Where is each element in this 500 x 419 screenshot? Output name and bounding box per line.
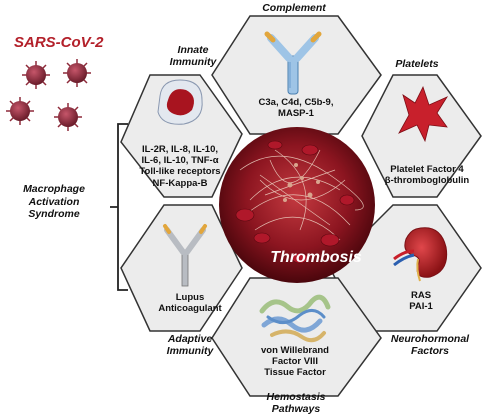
- category-complement: Complement: [262, 2, 326, 14]
- hex-platelets-text: Platelet Factor 4 β-thromboglobulin: [372, 164, 482, 186]
- category-line: Adaptive: [167, 333, 213, 345]
- category-line: Factors: [411, 345, 449, 358]
- bracket: [110, 123, 128, 291]
- hex-line: Lupus: [175, 292, 205, 303]
- category-line: Immunity: [169, 56, 217, 69]
- mas-line: Syndrome: [28, 208, 80, 221]
- hex-line: Factor VIII: [272, 356, 318, 368]
- category-hemostasis-pathways: Hemostasis Pathways: [256, 391, 336, 416]
- category-line: Hemostasis: [266, 391, 326, 403]
- category-platelets: Platelets: [395, 58, 439, 70]
- hex-adaptive: [120, 204, 243, 332]
- kidney-icon: [393, 227, 448, 282]
- hex-innate-text: IL-2R, IL-8, IL-10, IL-6, IL-10, TNF-α T…: [126, 144, 234, 189]
- macrophage-activation-syndrome-label: Macrophage Activation Syndrome: [0, 183, 108, 221]
- hex-line: IL-6, IL-10, TNF-α: [141, 155, 219, 167]
- category-innate-immunity: Innate Immunity: [158, 44, 228, 69]
- protein-icon: [259, 294, 331, 343]
- hex-line: IL-2R, IL-8, IL-10,: [141, 144, 218, 155]
- macrophage-icon: [157, 79, 203, 125]
- hex-hemostasis-text: von Willebrand Factor VIII Tissue Factor: [248, 345, 342, 379]
- hex-adaptive-text: Lupus Anticoagulant: [150, 292, 230, 314]
- virus-icon: [6, 59, 91, 131]
- platelet-icon: [398, 85, 449, 143]
- category-line: Pathways: [271, 403, 321, 416]
- category-line: Neurohormonal: [390, 333, 470, 345]
- category-neurohormonal-factors: Neurohormonal Factors: [380, 333, 480, 358]
- virus-title: SARS-CoV-2: [14, 34, 104, 51]
- hex-line: Platelet Factor 4: [390, 164, 464, 175]
- hex-hemostasis: [211, 277, 382, 397]
- hex-line: MASP-1: [278, 108, 314, 120]
- category-line: Innate: [177, 44, 209, 56]
- hex-complement-text: C3a, C4d, C5b-9, MASP-1: [244, 97, 348, 119]
- hex-line: von Willebrand: [260, 345, 329, 356]
- thrombus-icon: [219, 127, 375, 283]
- hex-line: RAS: [410, 290, 432, 301]
- category-adaptive-immunity: Adaptive Immunity: [150, 333, 230, 358]
- hex-line: NF-Kappa-B: [152, 177, 208, 189]
- hex-line: Anticoagulant: [158, 303, 222, 315]
- hex-line: PAI-1: [409, 301, 433, 313]
- mas-line: Activation: [28, 195, 80, 208]
- category-line: Immunity: [166, 345, 214, 358]
- antibody-adaptive-icon: [163, 224, 207, 287]
- hex-line: C3a, C4d, C5b-9,: [258, 97, 334, 108]
- hex-innate: [120, 74, 243, 198]
- antibody-icon: [264, 31, 322, 95]
- hex-line: β-thromboglobulin: [384, 175, 470, 187]
- hex-line: Toll-like receptors: [139, 166, 221, 178]
- hex-neuro-text: RAS PAI-1: [386, 290, 456, 312]
- hex-platelets: [361, 74, 482, 198]
- hex-line: Tissue Factor: [264, 367, 326, 379]
- mas-line: Macrophage: [23, 183, 85, 195]
- thrombosis-label: Thrombosis: [270, 249, 362, 266]
